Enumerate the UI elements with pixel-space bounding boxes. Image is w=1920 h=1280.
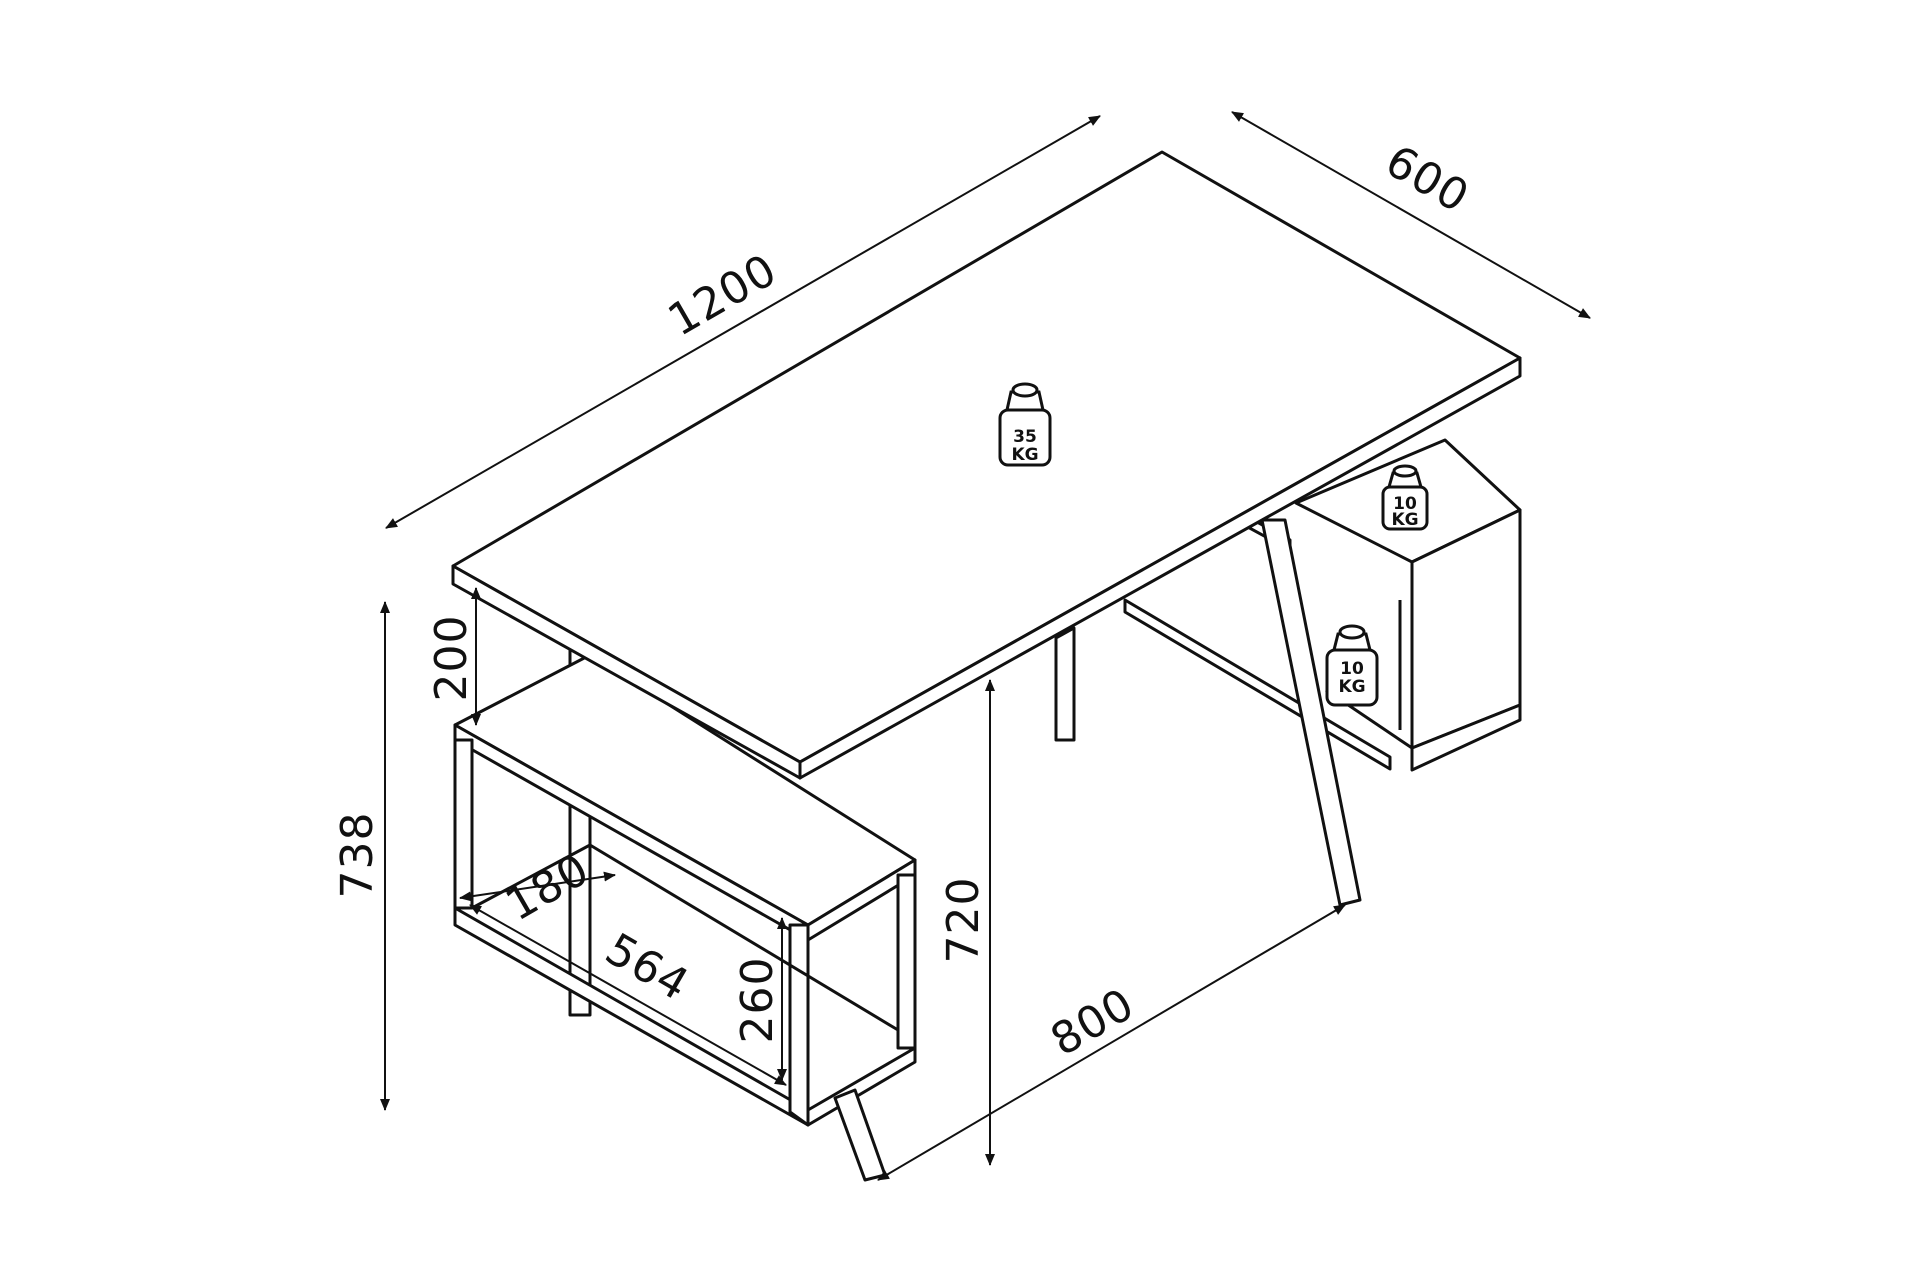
weight-10kg-top: 10 KG [1381,464,1429,531]
weight-unit: KG [1011,445,1038,465]
dim-label-200: 200 [426,615,477,702]
weight-value: 10 [1393,494,1417,514]
weight-unit: KG [1391,510,1418,530]
dim-line-800 [877,904,1346,1181]
dim-line-600 [1231,111,1591,319]
dim-label-738: 738 [332,812,383,899]
weight-value: 35 [1013,427,1037,447]
dim-line-1200 [385,115,1101,529]
dim-label-260: 260 [732,957,783,1044]
weight-value: 10 [1340,659,1364,679]
dim-label-600: 600 [1377,136,1478,224]
weight-10kg-bottom: 10 KG [1325,624,1379,707]
dim-label-1200: 1200 [660,244,786,346]
weight-unit: KG [1338,677,1365,697]
dim-line-180 [459,871,616,902]
dim-label-720: 720 [938,877,989,964]
dim-line-564 [469,904,787,1086]
